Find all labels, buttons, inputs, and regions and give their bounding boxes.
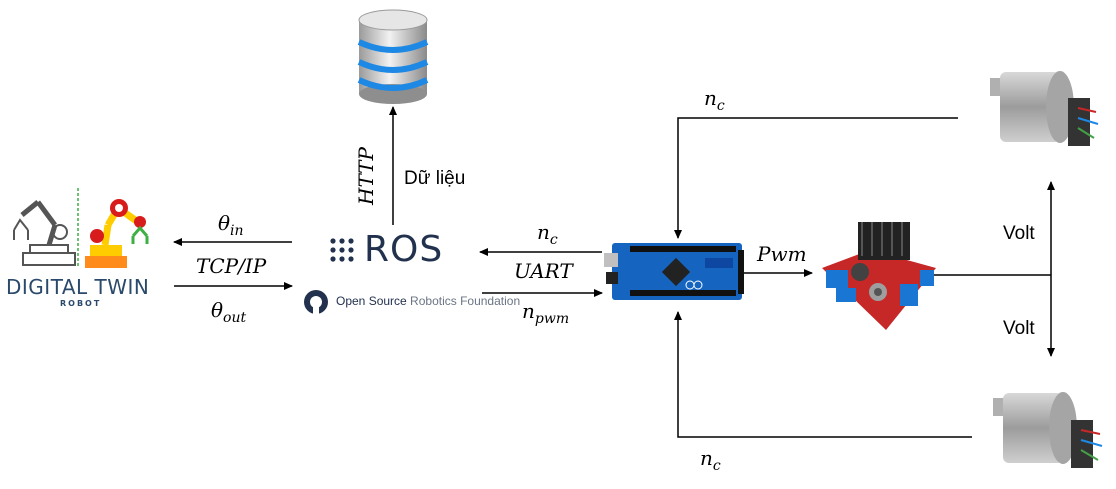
arduino-mega-board — [604, 243, 744, 300]
osrf-foundation-text: Open Source Robotics Foundation — [336, 294, 520, 308]
database-icon — [357, 9, 429, 104]
ros-logo-text: ROS — [364, 229, 444, 270]
robot-arm-icon — [13, 188, 149, 268]
label-nc-ros: nc — [537, 220, 558, 248]
osrf-light: Robotics Foundation — [406, 294, 521, 308]
arrow-nc-top — [674, 117, 958, 239]
label-du-lieu: Dữ liệu — [404, 168, 466, 189]
ros-dots-icon — [330, 238, 354, 262]
dc-gear-motor-top — [990, 71, 1099, 146]
label-uart: UART — [514, 259, 573, 283]
osrf-bold: Open Source — [336, 294, 407, 308]
label-http: HTTP — [353, 147, 378, 205]
label-volt-top: Volt — [1003, 223, 1035, 244]
label-theta-out: θout — [211, 298, 247, 326]
label-theta-in: θin — [218, 211, 244, 239]
digital-twin-title: DIGITAL TWIN — [6, 275, 150, 299]
digital-twin-subtitle: ROBOT — [60, 299, 102, 308]
osrf-logo-icon — [304, 290, 328, 315]
label-npwm: npwm — [522, 299, 570, 327]
label-nc-bottom: nc — [700, 446, 721, 474]
label-pwm: Pwm — [757, 242, 807, 266]
arrow-nc-bottom — [674, 311, 972, 438]
label-nc-top: nc — [704, 86, 725, 114]
label-volt-bottom: Volt — [1003, 318, 1035, 339]
dc-gear-motor-bottom — [993, 392, 1103, 468]
label-tcp-ip: TCP/IP — [196, 254, 267, 278]
l298n-motor-driver — [822, 222, 936, 330]
